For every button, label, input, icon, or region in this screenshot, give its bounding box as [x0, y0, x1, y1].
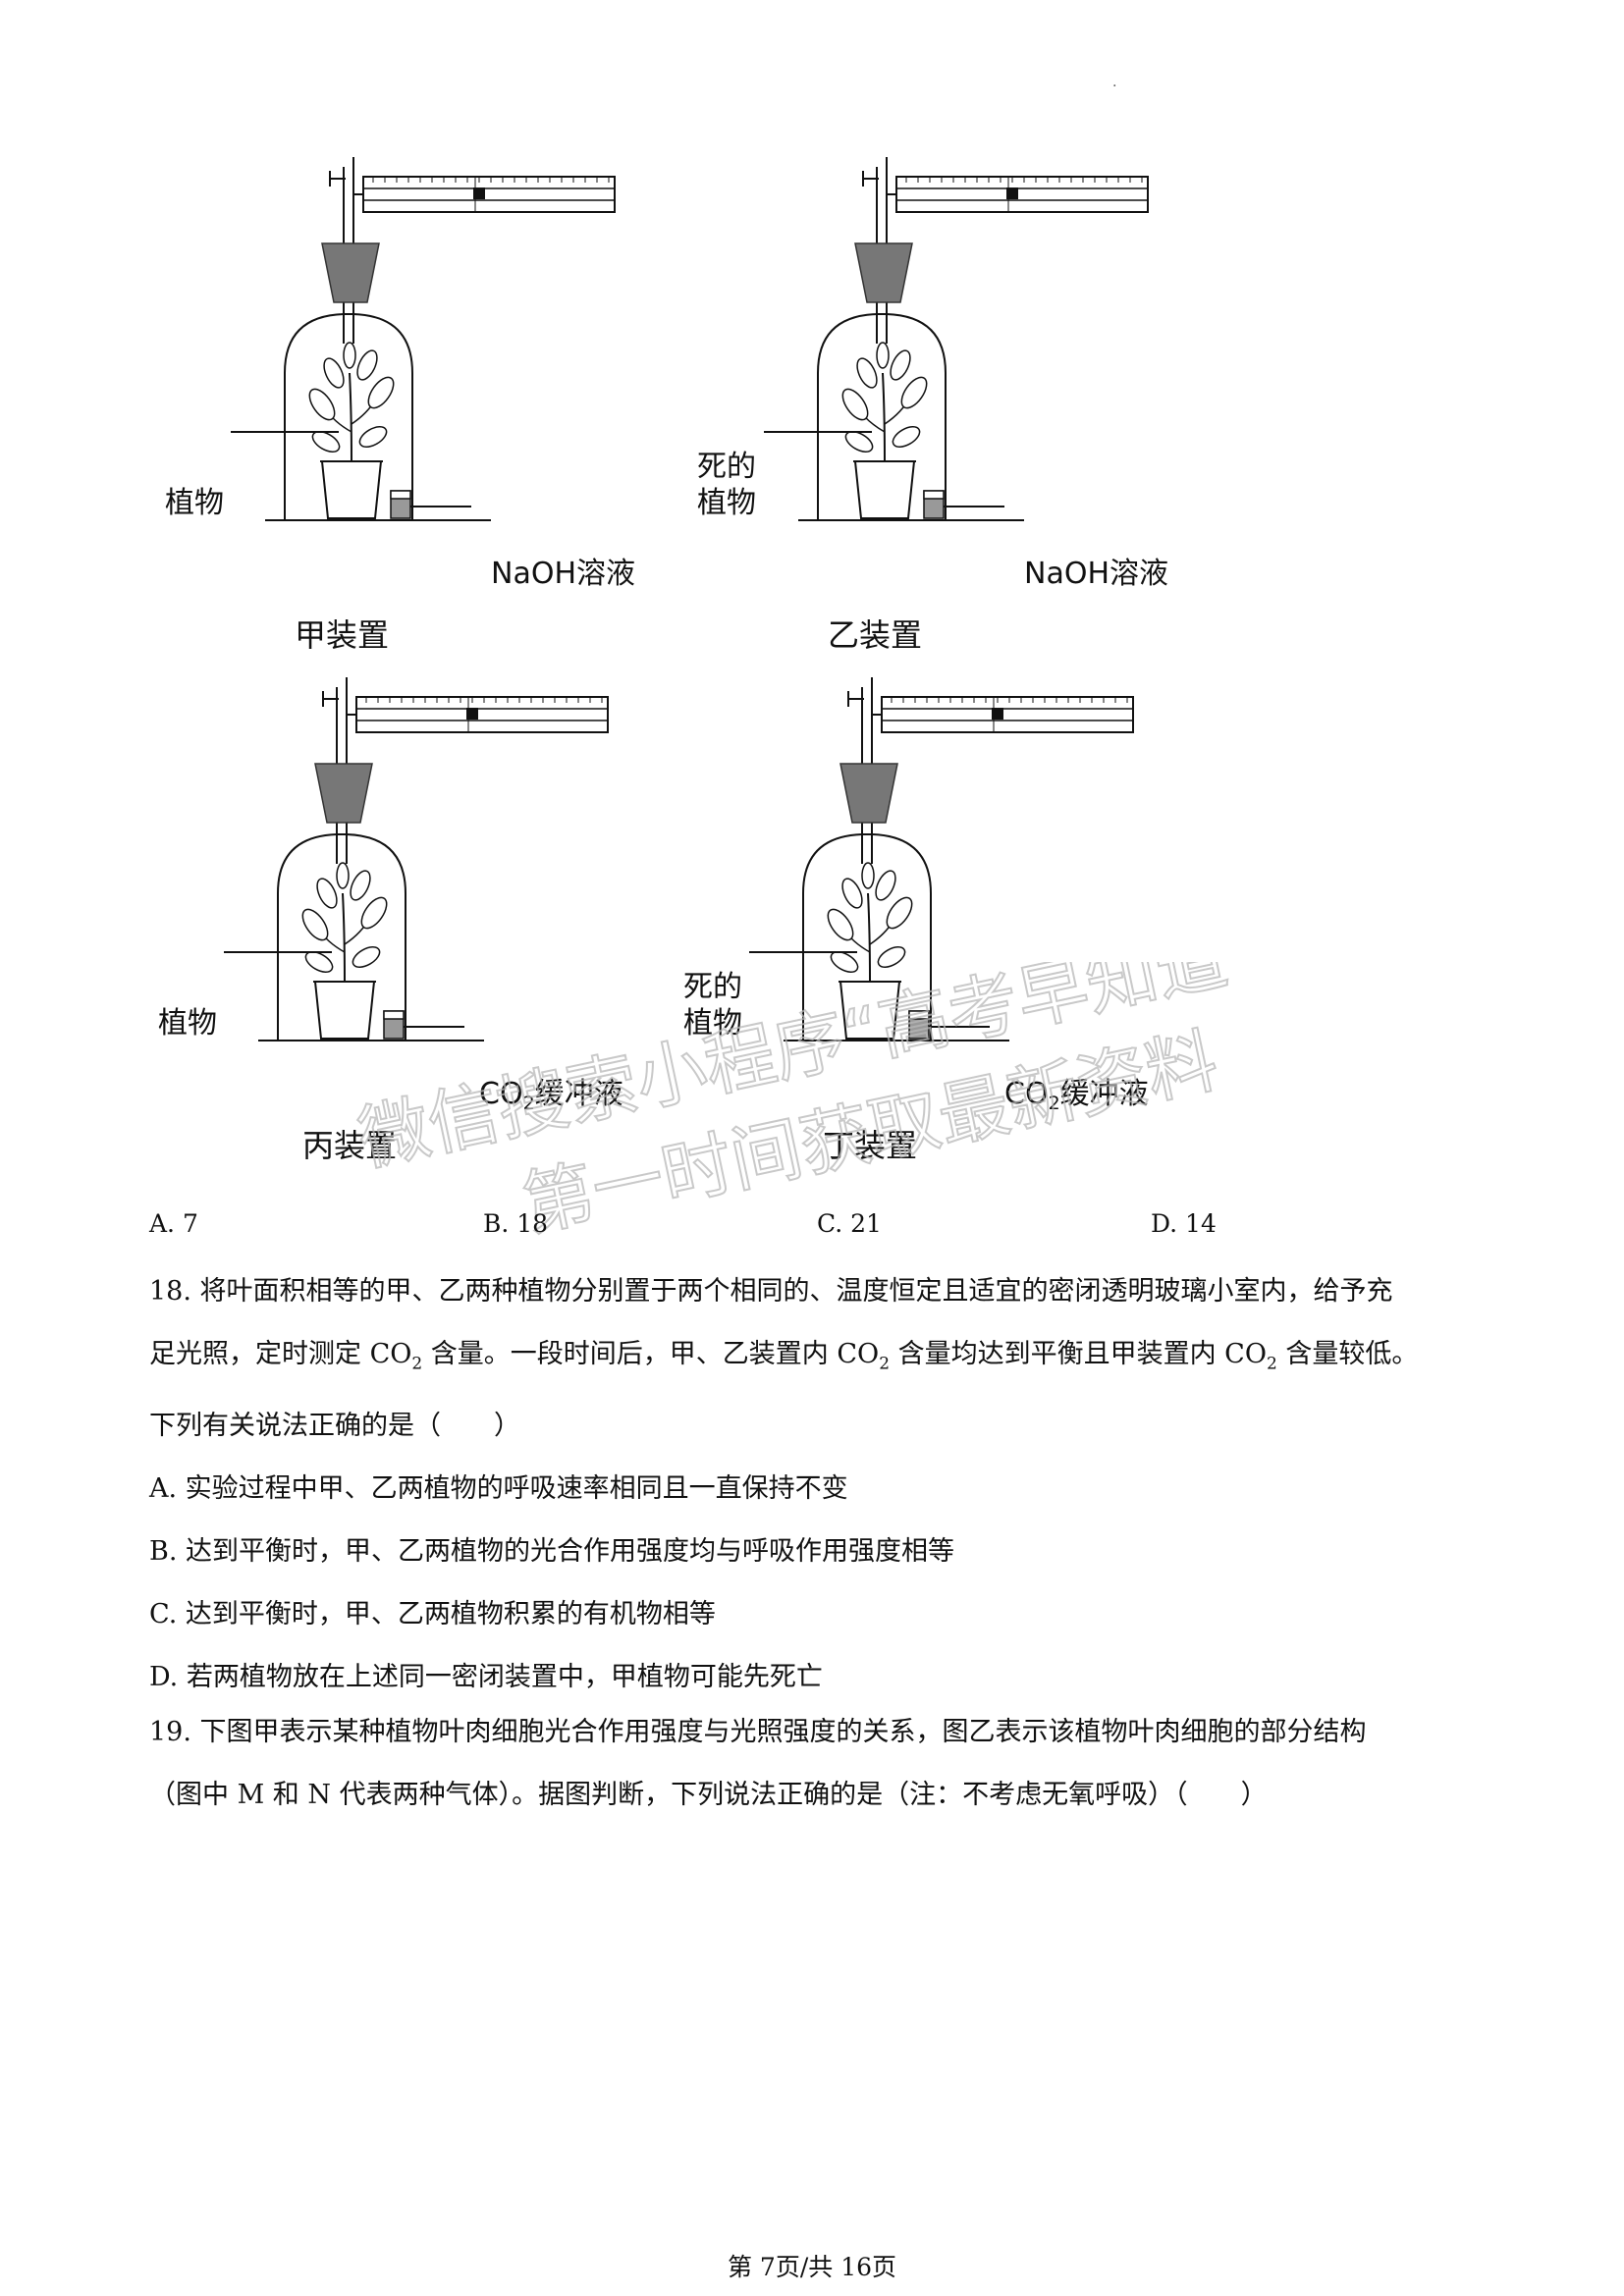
label-plant-bing: 植物 [158, 1006, 217, 1041]
label-naoh-yi: NaOH溶液 [1024, 557, 1168, 591]
question-19: 19. 下图甲表示某种植物叶肉细胞光合作用强度与光照强度的关系，图乙表示该植物叶… [149, 1701, 1485, 1827]
caption-bing: 丙装置 [302, 1127, 397, 1164]
question-18: 18. 将叶面积相等的甲、乙两种植物分别置于两个相同的、温度恒定且适宜的密闭透明… [149, 1260, 1485, 1709]
label-co2-buffer-ding: CO2缓冲液 [1004, 1077, 1149, 1114]
label-naoh-jia: NaOH溶液 [491, 557, 635, 591]
q18-option-d[interactable]: D. 若两植物放在上述同一密闭装置中，甲植物可能先死亡 [149, 1662, 823, 1693]
page-number: 第 7页/共 16页 [727, 2253, 897, 2281]
apparatus-figure: 植物 NaOH溶液 甲装置 死的 植物 NaOH溶液 乙装置 植物 CO2缓冲液… [158, 156, 1168, 1164]
label-co2-buffer-bing: CO2缓冲液 [479, 1077, 623, 1114]
q17-option-b[interactable]: B. 18 [483, 1209, 549, 1238]
q19-stem-line2: （图中 M 和 N 代表两种气体）。据图判断，下列说法正确的是（注：不考虑无氧呼… [149, 1780, 1268, 1810]
label-dead-plant-line1-ding: 死的 [683, 970, 742, 1004]
caption-yi: 乙装置 [828, 616, 922, 654]
q19-stem-line1: 19. 下图甲表示某种植物叶肉细胞光合作用强度与光照强度的关系，图乙表示该植物叶… [149, 1717, 1367, 1747]
q18-option-c[interactable]: C. 达到平衡时，甲、乙两植物积累的有机物相等 [149, 1599, 716, 1630]
caption-jia: 甲装置 [295, 616, 389, 654]
apparatus-yi [763, 156, 1149, 521]
q17-option-c[interactable]: C. 21 [817, 1209, 882, 1238]
q18-stem-line2: 足光照，定时测定 CO2 含量。一段时间后，甲、乙装置内 CO2 含量均达到平衡… [149, 1339, 1419, 1374]
q18-option-b[interactable]: B. 达到平衡时，甲、乙两植物的光合作用强度均与呼吸作用强度相等 [149, 1536, 955, 1568]
label-dead-plant-line2-yi: 植物 [697, 486, 756, 520]
q17-option-a[interactable]: A. 7 [149, 1209, 198, 1238]
q18-stem-line1: 18. 将叶面积相等的甲、乙两种植物分别置于两个相同的、温度恒定且适宜的密闭透明… [149, 1276, 1393, 1307]
label-dead-plant-line1-yi: 死的 [697, 450, 756, 484]
label-dead-plant-line2-ding: 植物 [683, 1006, 742, 1041]
stray-dot: . [1112, 75, 1117, 90]
apparatus-ding [748, 676, 1134, 1041]
apparatus-jia [230, 156, 616, 521]
q17-option-d[interactable]: D. 14 [1151, 1209, 1217, 1238]
apparatus-bing [223, 676, 609, 1041]
q18-option-a[interactable]: A. 实验过程中甲、乙两植物的呼吸速率相同且一直保持不变 [149, 1473, 848, 1505]
q18-stem-line3: 下列有关说法正确的是（ ） [149, 1411, 520, 1442]
caption-ding: 丁装置 [823, 1127, 917, 1164]
q17-options: A. 7 B. 18 C. 21 D. 14 [149, 1209, 1524, 1249]
label-plant-jia: 植物 [165, 486, 224, 520]
